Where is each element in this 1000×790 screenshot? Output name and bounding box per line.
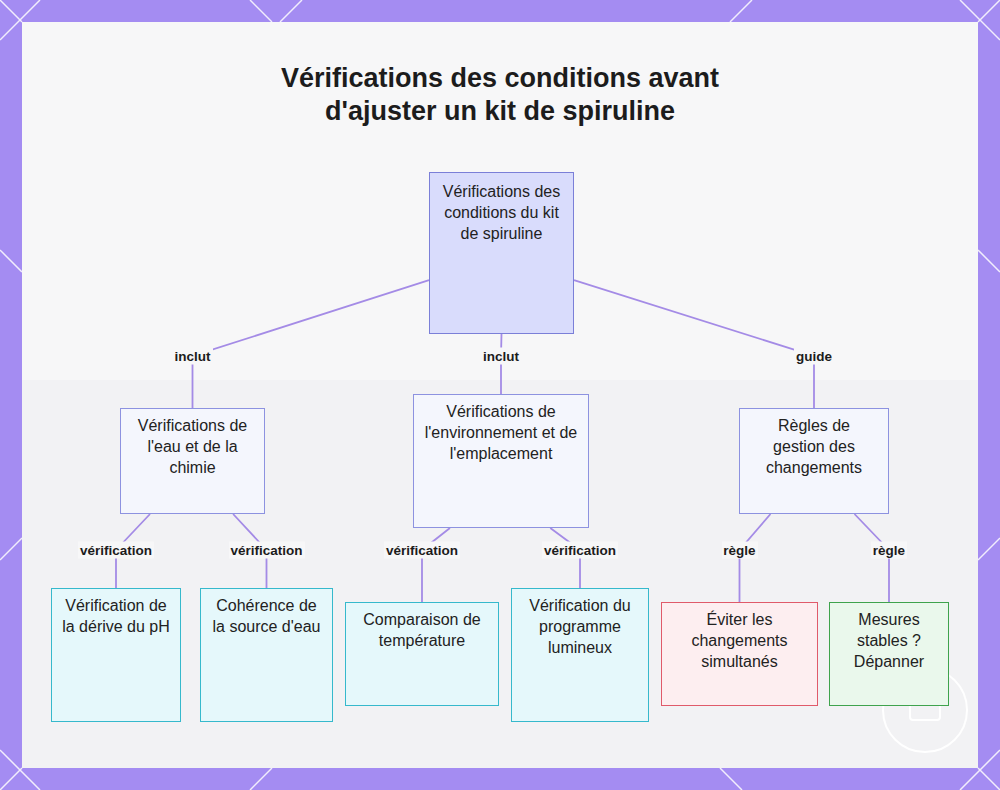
edge-label: vérification [78,542,154,559]
box-text: Vérifications de l'eau et de la chimie [131,415,254,478]
box-text: Vérifications de l'environnement et de l… [424,401,578,464]
check-box: Vérifications de l'environnement et de l… [413,394,589,528]
check-box: Vérification du programme lumineux [511,588,649,722]
connector [422,528,450,602]
box-text: Vérification de la dérive du pH [62,595,170,637]
edge-label: vérification [542,542,618,559]
edge-label: règle [721,542,757,559]
check-box: Règles de gestion des changements [739,408,889,514]
edge-label: règle [871,542,907,559]
box-text: Vérifications des conditions du kit de s… [440,181,563,244]
blurred-photo [22,380,978,768]
check-box: Vérifications des conditions du kit de s… [429,172,574,334]
panel [22,22,978,768]
connector [193,280,430,408]
box-text: Éviter les changements simultanés [672,609,807,672]
check-box: Mesures stables ? Dépanner [829,602,949,706]
diagram-title: Vérifications des conditions avant d'aju… [230,62,770,128]
edge-label: vérification [228,542,304,559]
check-box: Comparaison de température [345,602,499,706]
check-box: Cohérence de la source d'eau [200,588,333,722]
edge-label: inclut [481,348,521,365]
box-text: Cohérence de la source d'eau [211,595,322,637]
box-text: Mesures stables ? Dépanner [840,609,938,672]
edge-label: vérification [384,542,460,559]
check-box: Éviter les changements simultanés [661,602,818,706]
connector [574,280,814,408]
edge-label: guide [794,348,834,365]
box-text: Comparaison de température [356,609,488,651]
box-text: Règles de gestion des changements [750,415,878,478]
box-text: Vérification du programme lumineux [522,595,638,658]
edge-label: inclut [173,348,213,365]
check-box: Vérifications de l'eau et de la chimie [120,408,265,514]
check-box: Vérification de la dérive du pH [51,588,181,722]
